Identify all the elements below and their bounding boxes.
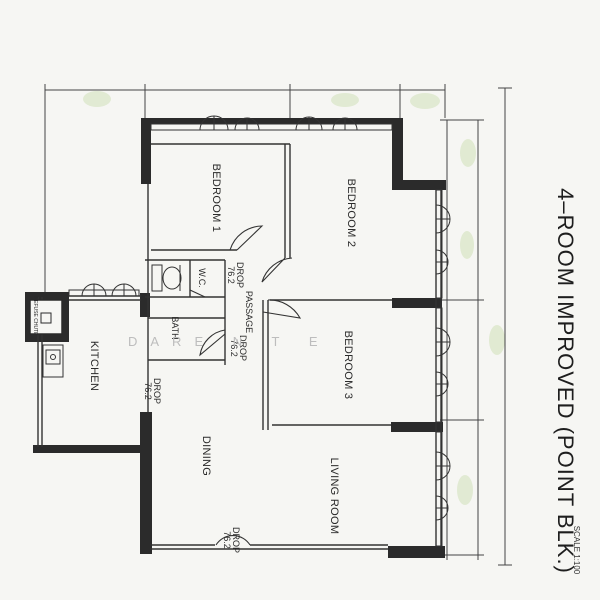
bath-drop-word: DROP — [238, 335, 248, 361]
living-room-label: LIVING ROOM — [328, 458, 340, 535]
wc-drop-word: DROP — [235, 262, 245, 288]
refuse-chute-label: REFUSE CHUTE — [32, 297, 38, 337]
bedroom1-label: BEDROOM 1 — [210, 164, 222, 233]
entry-drop-number: 76.2 — [222, 531, 232, 549]
watermark-text: DARE N T E — [128, 334, 330, 349]
dimension-lines — [44, 84, 512, 566]
door-swings — [189, 225, 302, 546]
kitchen-window — [81, 283, 137, 297]
bath-drop-number: 76.2 — [229, 339, 239, 357]
entry-door — [215, 535, 251, 546]
dining-label: DINING — [200, 436, 212, 476]
passage-label: PASSAGE — [244, 291, 254, 333]
bedroom2-label: BEDROOM 2 — [345, 179, 357, 248]
bath-door — [199, 329, 226, 357]
wc-fixture — [151, 264, 182, 292]
kitchen-drop-word: DROP — [152, 378, 162, 404]
wc-drop-number: 76.2 — [226, 266, 236, 284]
kitchen-sink — [42, 344, 64, 378]
window-strips — [68, 123, 443, 547]
bedroom2-door — [261, 257, 293, 283]
plan-scale: SCALE 1:100 — [572, 526, 581, 575]
bedroom1-door — [229, 225, 264, 251]
bedroom3-door — [262, 299, 302, 319]
plan-title: 4–ROOM IMPROVED (POINT BLK.) — [553, 188, 578, 574]
wc-label: W.C. — [197, 268, 207, 288]
right-casement-windows — [435, 204, 451, 521]
entry-drop-word: DROP — [231, 527, 241, 553]
refuse-chute-box — [29, 299, 63, 335]
top-casement-windows — [199, 115, 358, 131]
highlight-marks — [83, 91, 505, 505]
kitchen-drop-number: 76.2 — [143, 382, 153, 400]
kitchen-label: KITCHEN — [88, 341, 100, 391]
bath-label: BATH — [170, 316, 180, 339]
bedroom3-label: BEDROOM 3 — [342, 331, 354, 400]
